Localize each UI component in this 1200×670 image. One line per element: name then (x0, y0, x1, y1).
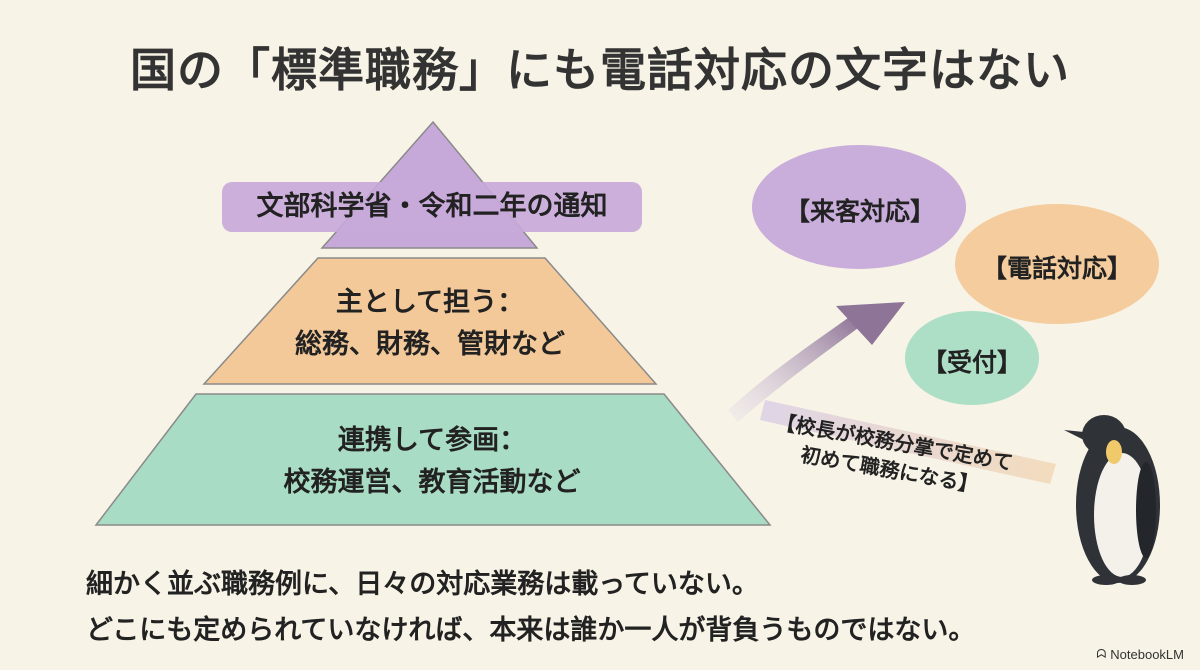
pyramid-bottom-tier (94, 393, 772, 526)
rising-arrow-shaft (728, 318, 858, 422)
notebooklm-logo-icon: ᗣ (1096, 647, 1107, 661)
rising-arrow-head (836, 302, 905, 345)
bubble-reception-label: 【受付】 (921, 348, 1022, 377)
bubble-phone-label: 【電話対応】 (981, 254, 1132, 283)
pyramid-bottom-line1: 連携して参画： (337, 425, 527, 456)
penguin-illustration (1064, 415, 1160, 585)
pyramid-top-label: 文部科学省・令和二年の通知 (222, 186, 642, 228)
bubble-reception (905, 311, 1039, 405)
bubble-visitor-label: 【来客対応】 (784, 197, 935, 226)
note-highlight-band (760, 400, 1056, 484)
pyramid-middle-label: 主として担う： 総務、財務、管財など (230, 282, 630, 366)
pyramid-top-text: 文部科学省・令和二年の通知 (256, 191, 608, 222)
bubble-visitor (752, 145, 966, 269)
footer-line1: 細かく並ぶ職務例に、日々の対応業務は載っていない。 (86, 569, 759, 600)
pyramid-top-label-band (222, 182, 642, 232)
pyramid-middle-line1: 主として担う： (335, 287, 525, 318)
pyramid-middle-line2: 総務、財務、管財など (295, 329, 565, 360)
pyramid-bottom-line2: 校務運営、教育活動など (283, 467, 581, 498)
brand-watermark: ᗣ NotebookLM (1096, 647, 1184, 662)
footer-line2: どこにも定められていなければ、本来は誰か一人が背負うものではない。 (86, 615, 976, 646)
pyramid-middle-tier (202, 257, 658, 385)
slide-title: 国の「標準職務」にも電話対応の文字はない (130, 43, 1070, 97)
pyramid-bottom-label: 連携して参画： 校務運営、教育活動など (200, 420, 664, 504)
brand-name: NotebookLM (1110, 647, 1184, 662)
bubble-phone (955, 204, 1159, 324)
